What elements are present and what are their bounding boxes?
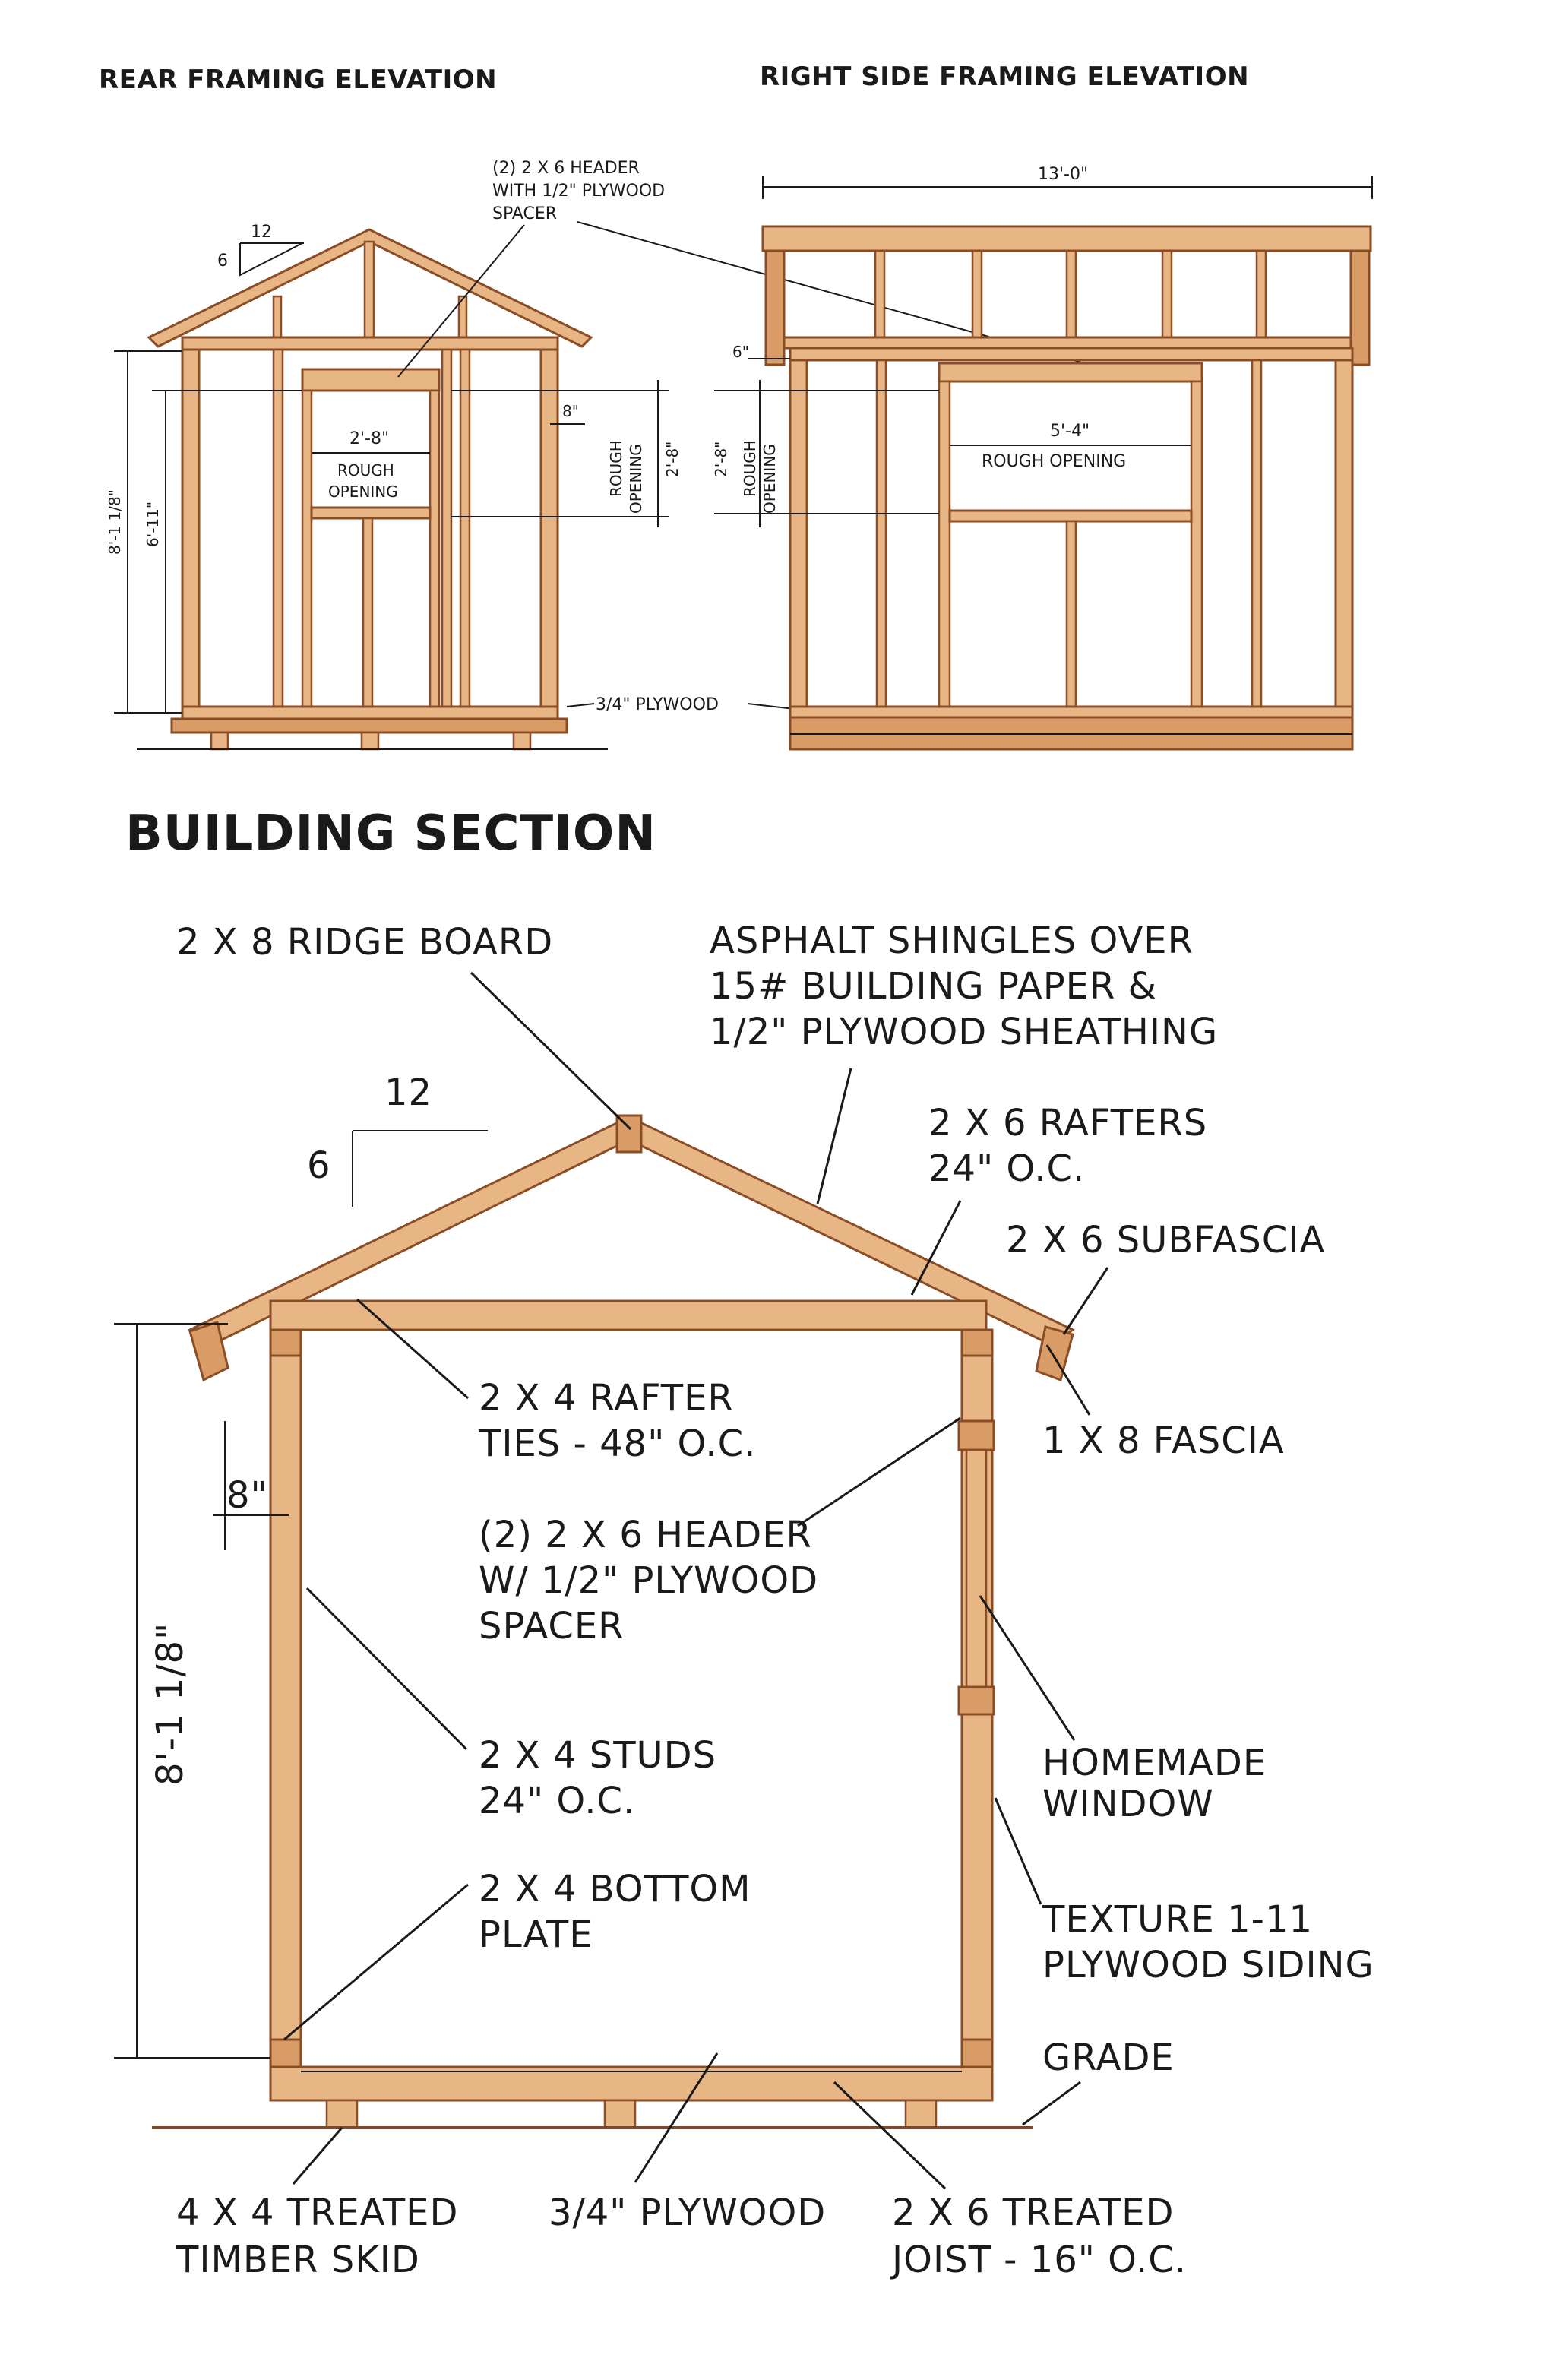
right-rough-vert-2: OPENING [761, 444, 779, 514]
right-side-framing-elevation: 13'-0" 6" [712, 165, 1373, 751]
header-note-line-2: WITH 1/2" PLYWOOD [492, 182, 665, 201]
rear-elevation-title: REAR FRAMING ELEVATION [99, 65, 497, 95]
label-studs-1: 2 X 4 STUDS [479, 1734, 716, 1777]
label-rafters-1: 2 X 6 RAFTERS [928, 1102, 1207, 1144]
plywood-note-label: 3/4" PLYWOOD [596, 695, 719, 714]
label-plywood: 3/4" PLYWOOD [549, 2192, 826, 2234]
label-siding-2: PLYWOOD SIDING [1042, 1944, 1374, 1986]
label-header-1: (2) 2 X 6 HEADER [479, 1514, 812, 1556]
label-subfascia: 2 X 6 SUBFASCIA [1006, 1219, 1325, 1261]
right-length-dim: 13'-0" [1038, 165, 1088, 184]
label-grade: GRADE [1042, 2037, 1175, 2079]
right-elevation-title: RIGHT SIDE FRAMING ELEVATION [760, 62, 1249, 92]
building-section: 12 6 8" 8'-1 1/8" 2 X 8 RIDGE BOARD ASPH… [114, 919, 1374, 2281]
label-siding-1: TEXTURE 1-11 [1042, 1898, 1313, 1941]
label-header-2: W/ 1/2" PLYWOOD [479, 1559, 818, 1602]
right-rough-vert-1: ROUGH [741, 440, 759, 497]
plywood-note: 3/4" PLYWOOD [566, 695, 829, 714]
header-note-line-1: (2) 2 X 6 HEADER [492, 159, 640, 178]
right-rough-height: 2'-8" [712, 442, 730, 477]
rear-rough-height: 2'-8" [663, 442, 682, 477]
rear-height-total: 8'-1 1/8" [106, 489, 124, 555]
rear-rough-vert-2: OPENING [627, 444, 645, 514]
label-window-2: WINDOW [1042, 1783, 1214, 1825]
rear-rough-label-1: ROUGH [337, 461, 394, 479]
building-section-title: BUILDING SECTION [125, 805, 656, 862]
right-offset-dim: 6" [732, 343, 749, 361]
label-shingles-1: ASPHALT SHINGLES OVER [710, 919, 1194, 962]
label-plate-2: PLATE [479, 1913, 593, 1956]
label-ties-1: 2 X 4 RAFTER [479, 1377, 734, 1419]
rear-rough-label-2: OPENING [328, 483, 398, 501]
rear-offset-dim: 8" [562, 402, 579, 420]
rear-pitch-rise: 6 [217, 252, 228, 271]
rear-rough-vert-1: ROUGH [607, 440, 625, 497]
right-rough-label: ROUGH OPENING [982, 452, 1126, 471]
label-shingles-3: 1/2" PLYWOOD SHEATHING [710, 1011, 1218, 1053]
header-note: (2) 2 X 6 HEADER WITH 1/2" PLYWOOD SPACE… [397, 159, 1128, 378]
header-note-line-3: SPACER [492, 204, 557, 223]
label-skid-1: 4 X 4 TREATED [176, 2192, 458, 2234]
label-skid-2: TIMBER SKID [176, 2239, 420, 2281]
label-rafters-2: 24" O.C. [928, 1147, 1085, 1190]
label-studs-2: 24" O.C. [479, 1780, 635, 1822]
rear-framing-elevation: 12 6 2'-8" ROUGH OPENING 8" ROUGH OPENIN… [106, 223, 682, 751]
label-shingles-2: 15# BUILDING PAPER & [710, 965, 1157, 1008]
label-joist-2: JOIST - 16" O.C. [890, 2239, 1187, 2281]
section-pitch-rise: 6 [307, 1144, 331, 1187]
rear-pitch-run: 12 [251, 223, 272, 242]
section-height-dim: 8'-1 1/8" [149, 1622, 191, 1786]
label-window-1: HOMEMADE [1042, 1742, 1267, 1784]
label-plate-1: 2 X 4 BOTTOM [479, 1868, 751, 1910]
right-rough-width: 5'-4" [1050, 422, 1090, 441]
rear-rough-width: 2'-8" [349, 429, 389, 448]
label-fascia: 1 X 8 FASCIA [1042, 1419, 1285, 1462]
label-ridge-board: 2 X 8 RIDGE BOARD [176, 921, 553, 964]
label-joist-1: 2 X 6 TREATED [892, 2192, 1174, 2234]
label-header-3: SPACER [479, 1605, 625, 1647]
rear-height-wall: 6'-11" [144, 502, 162, 547]
section-pitch-run: 12 [384, 1071, 432, 1114]
label-ties-2: TIES - 48" O.C. [478, 1423, 756, 1465]
section-offset-dim: 8" [226, 1474, 268, 1517]
